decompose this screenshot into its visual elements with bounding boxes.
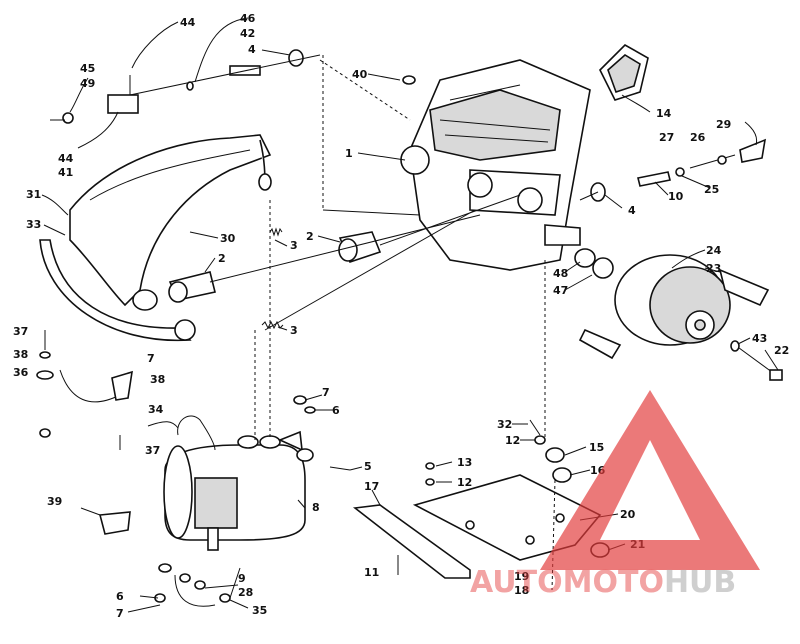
clutch-bolt — [730, 340, 783, 381]
starter-cover — [599, 44, 649, 101]
right-bracket-parts — [590, 138, 767, 202]
part-label: 7 — [147, 352, 155, 365]
part-label: 18 — [514, 584, 529, 597]
part-label: 9 — [238, 572, 246, 585]
mount-plate — [352, 447, 610, 579]
part-label: 7 — [116, 607, 124, 620]
part-label: 20 — [620, 508, 636, 521]
part-label: 36 — [13, 366, 29, 379]
bushings — [574, 248, 614, 279]
part-label: 3 — [290, 324, 298, 337]
part-label: 5 — [364, 460, 372, 473]
part-label: 25 — [704, 183, 719, 196]
part-label: 13 — [457, 456, 472, 469]
drive-clutch — [578, 254, 770, 360]
part-label: 6 — [332, 404, 340, 417]
part-label: 27 — [659, 131, 674, 144]
part-label: 24 — [706, 244, 722, 257]
part-labels: 44 46 42 4 45 49 44 41 40 14 1 27 26 29 … — [13, 12, 789, 620]
part-label: 28 — [238, 586, 253, 599]
part-label: 8 — [312, 501, 320, 514]
part-label: 33 — [26, 218, 41, 231]
exhaust-flanges — [168, 231, 382, 303]
part-label: 48 — [553, 267, 568, 280]
part-label: 44 — [58, 152, 74, 165]
exhaust-pipe — [39, 134, 272, 342]
part-label: 2 — [218, 252, 226, 265]
part-label: 38 — [150, 373, 165, 386]
part-label: 11 — [364, 566, 379, 579]
engine-block — [400, 59, 591, 271]
part-label: 47 — [553, 284, 568, 297]
part-label: 34 — [148, 403, 164, 416]
part-label: 41 — [58, 166, 73, 179]
part-label: 40 — [352, 68, 368, 81]
part-label: 37 — [145, 444, 160, 457]
watermark-brand-part2: HUB — [664, 565, 736, 600]
muffler — [163, 430, 306, 551]
part-label: 12 — [457, 476, 472, 489]
part-label: 19 — [514, 570, 529, 583]
part-label: 12 — [505, 434, 520, 447]
watermark-brand-part1: AUTOMOTO — [470, 565, 664, 600]
watermark: AUTOMOTOHUB — [470, 390, 760, 600]
part-label: 17 — [364, 480, 379, 493]
part-label: 26 — [690, 131, 706, 144]
part-label: 45 — [80, 62, 95, 75]
part-label: 1 — [345, 147, 353, 160]
part-label: 30 — [220, 232, 236, 245]
part-label: 32 — [497, 418, 512, 431]
part-label: 10 — [668, 190, 684, 203]
svg-text:AUTOMOTOHUB: AUTOMOTOHUB — [470, 565, 736, 600]
part-label: 4 — [628, 204, 636, 217]
part-label: 14 — [656, 107, 672, 120]
part-label: 2 — [306, 230, 314, 243]
part-label: 49 — [80, 77, 95, 90]
part-label: 4 — [248, 43, 256, 56]
part-label: 35 — [252, 604, 267, 617]
springs — [261, 227, 284, 330]
leader-lines — [129, 54, 599, 591]
part-label: 42 — [240, 27, 255, 40]
watermark-triangle-logo — [540, 390, 760, 570]
drain-tube — [177, 415, 216, 451]
part-label: 44 — [180, 16, 196, 29]
part-label: 31 — [26, 188, 41, 201]
part-label: 6 — [116, 590, 124, 603]
part-label: 43 — [752, 332, 767, 345]
part-label: 38 — [13, 348, 28, 361]
part-label: 46 — [240, 12, 256, 25]
part-label: 37 — [13, 325, 28, 338]
part-label: 29 — [716, 118, 731, 131]
part-label: 23 — [706, 262, 721, 275]
part-label: 15 — [589, 441, 604, 454]
part-label: 22 — [774, 344, 789, 357]
part-label: 7 — [322, 386, 330, 399]
small-fasteners — [36, 49, 546, 607]
part-label: 3 — [290, 239, 298, 252]
part-label: 39 — [47, 495, 62, 508]
